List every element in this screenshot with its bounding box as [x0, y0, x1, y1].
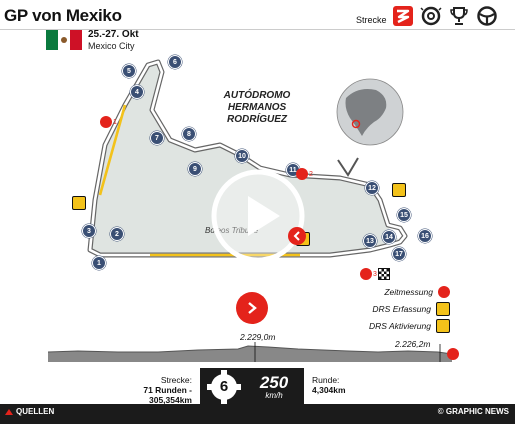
turn-marker: 7: [150, 131, 164, 145]
lap-length-value: 4,304km: [312, 385, 346, 395]
next-button[interactable]: [236, 292, 268, 324]
nav-track-button[interactable]: [392, 5, 414, 27]
speed-readout: 250 km/h: [252, 373, 296, 400]
drs-detection-icon: [436, 301, 450, 316]
timing-marker-2: 2: [296, 168, 313, 180]
turn-marker: 3: [82, 224, 96, 238]
turn-marker: 5: [122, 64, 136, 78]
globe-locator: [336, 78, 404, 146]
track-icon: [393, 6, 413, 26]
race-distance: Strecke: 71 Runden - 305,354km: [120, 375, 192, 405]
circuit-name-line: HERMANOS: [227, 102, 287, 113]
stopwatch-icon: [100, 116, 112, 128]
elevation-profile: [48, 342, 453, 362]
legend-item: Zeitmessung: [335, 283, 450, 300]
event-city: Mexico City: [88, 41, 135, 51]
drs-detection-icon: [72, 196, 86, 210]
nav-label-strecke: Strecke: [356, 15, 387, 25]
quellen-arrow-icon: [5, 409, 13, 415]
stopwatch-icon: [296, 168, 308, 180]
tyre-icon: [420, 6, 442, 26]
drs-zone-2: [98, 104, 127, 196]
prev-button[interactable]: [288, 227, 306, 245]
circuit-name: AUTÓDROMO HERMANOS RODRÍGUEZ: [212, 90, 302, 126]
stopwatch-icon: [438, 285, 450, 298]
turn-marker: 9: [188, 162, 202, 176]
circuit-track-inner: [88, 60, 407, 257]
turn-marker: 12: [365, 181, 379, 195]
turn-marker: 10: [235, 149, 249, 163]
copyright: © GRAPHIC NEWS: [437, 407, 509, 416]
video-play-button[interactable]: [210, 168, 306, 264]
nav-helmet-button[interactable]: [476, 5, 498, 27]
trophy-icon: [450, 7, 468, 25]
page-title: GP von Mexiko: [4, 6, 122, 25]
turn-marker: 8: [182, 127, 196, 141]
timing-marker-1: 1: [100, 116, 117, 128]
sector-number: 2: [309, 170, 313, 178]
drs-activation-icon: [392, 183, 406, 197]
nav-trophy-button[interactable]: [448, 5, 470, 27]
race-total-km: 305,354km: [148, 395, 192, 405]
circuit-name-line: RODRÍGUEZ: [227, 114, 287, 125]
drs-activation-icon: [436, 318, 450, 333]
legend: Zeitmessung DRS Erfassung DRS Aktivierun…: [335, 283, 450, 334]
sector-number: 1: [113, 118, 117, 126]
legend-label: DRS Erfassung: [372, 303, 431, 314]
legend-item: DRS Aktivierung: [335, 317, 450, 334]
turn-marker: 15: [397, 208, 411, 222]
turn-marker: 2: [110, 227, 124, 241]
elevation-marker-2: 2.226,2m: [395, 339, 431, 349]
speed-value: 250: [259, 373, 289, 392]
chevron-right-icon: [248, 302, 257, 314]
speed-unit: km/h: [265, 391, 283, 400]
turn-marker: 14: [382, 230, 396, 244]
chevron-left-icon: [293, 231, 300, 241]
turn-marker: 4: [130, 85, 144, 99]
direction-chevron: [337, 157, 359, 177]
elevation-end-button[interactable]: [447, 348, 459, 360]
circuit-name-line: AUTÓDROMO: [223, 90, 291, 101]
race-laps: 71 Runden -: [143, 385, 192, 395]
sector-number: 3: [373, 270, 377, 278]
lap-length-label: Runde:: [312, 375, 340, 385]
turn-marker: 13: [363, 234, 377, 248]
street-label: Boleos Tribune: [205, 226, 258, 235]
lap-length: Runde: 4,304km: [312, 375, 346, 395]
elevation-marker-1: 2.229,0m: [240, 332, 276, 342]
gear-number: 6: [219, 378, 229, 395]
turn-marker: 1: [92, 256, 106, 270]
sources-link[interactable]: QUELLEN: [16, 407, 55, 416]
turn-marker: 6: [168, 55, 182, 69]
nav-tyre-button[interactable]: [420, 5, 442, 27]
footer-bar: [0, 404, 515, 424]
gear-icon: [207, 370, 241, 404]
header-divider: [0, 29, 515, 30]
legend-label: Zeitmessung: [384, 286, 433, 297]
gear-indicator: 6: [206, 370, 242, 404]
race-distance-label: Strecke:: [160, 375, 192, 385]
legend-label: DRS Aktivierung: [368, 320, 431, 331]
stopwatch-icon: [360, 268, 372, 280]
steering-wheel-icon: [477, 6, 497, 26]
legend-item: DRS Erfassung: [335, 300, 450, 317]
turn-marker: 16: [418, 229, 432, 243]
event-date: 25.-27. Okt: [88, 29, 139, 40]
finish-flag-icon: [378, 268, 390, 280]
turn-marker: 17: [392, 247, 406, 261]
play-icon: [211, 169, 305, 263]
mexico-flag-icon: [46, 30, 82, 50]
timing-marker-3: 3: [360, 268, 377, 280]
